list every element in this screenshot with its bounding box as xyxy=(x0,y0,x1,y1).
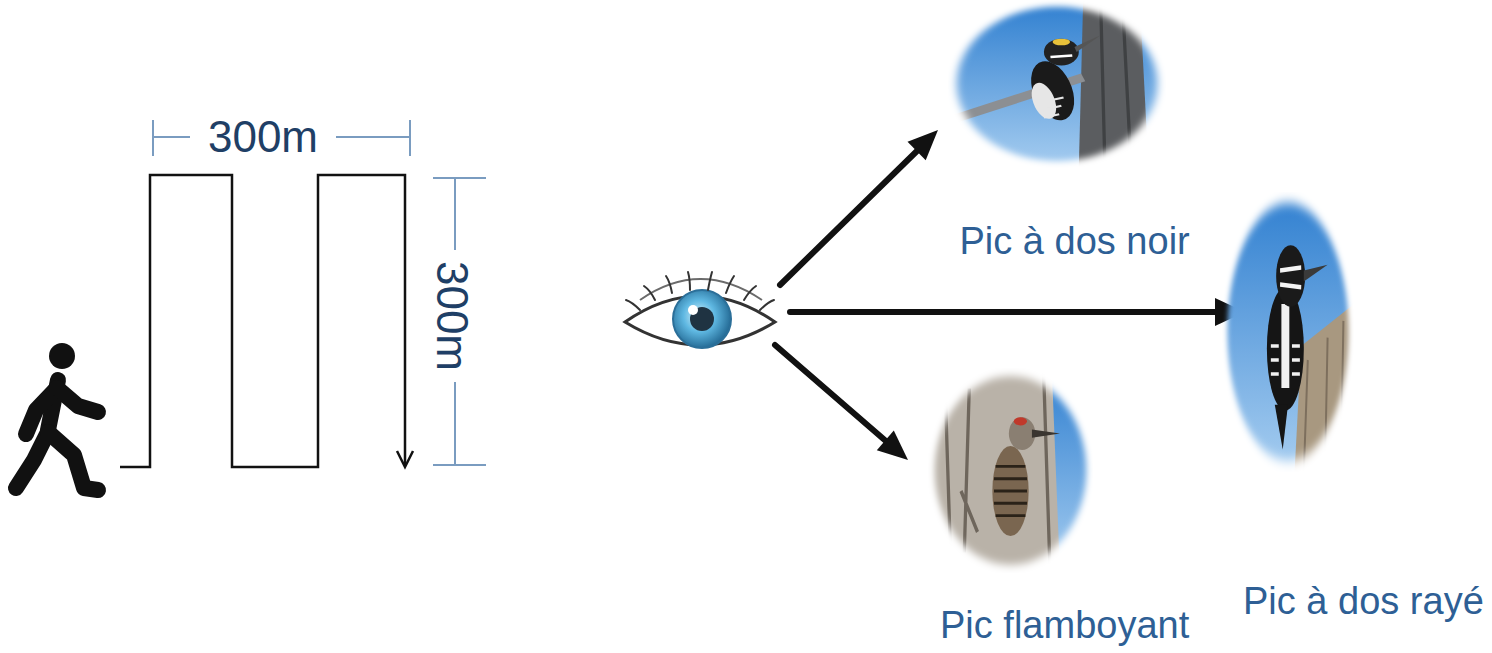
survey-path xyxy=(120,175,405,467)
dimension-label: 300m xyxy=(208,112,318,162)
species-caption: Pic à dos noir xyxy=(960,218,1190,264)
eye-icon xyxy=(625,272,775,348)
species-caption: Pic à dos rayé xyxy=(1243,578,1484,624)
bird-photo xyxy=(1222,192,1354,472)
walker-figure xyxy=(16,343,98,490)
bird-photo xyxy=(948,0,1166,168)
path-arrowhead xyxy=(397,451,413,467)
bird-photo xyxy=(928,368,1093,573)
dimension-label: 300m xyxy=(427,261,477,371)
bird-photo-node: Pic à dos rayé xyxy=(1222,192,1484,624)
bird-photo-node: Pic flamboyant xyxy=(928,368,1190,648)
species-caption: Pic flamboyant xyxy=(940,602,1189,648)
bird-photo-node: Pic à dos noir xyxy=(948,0,1191,264)
